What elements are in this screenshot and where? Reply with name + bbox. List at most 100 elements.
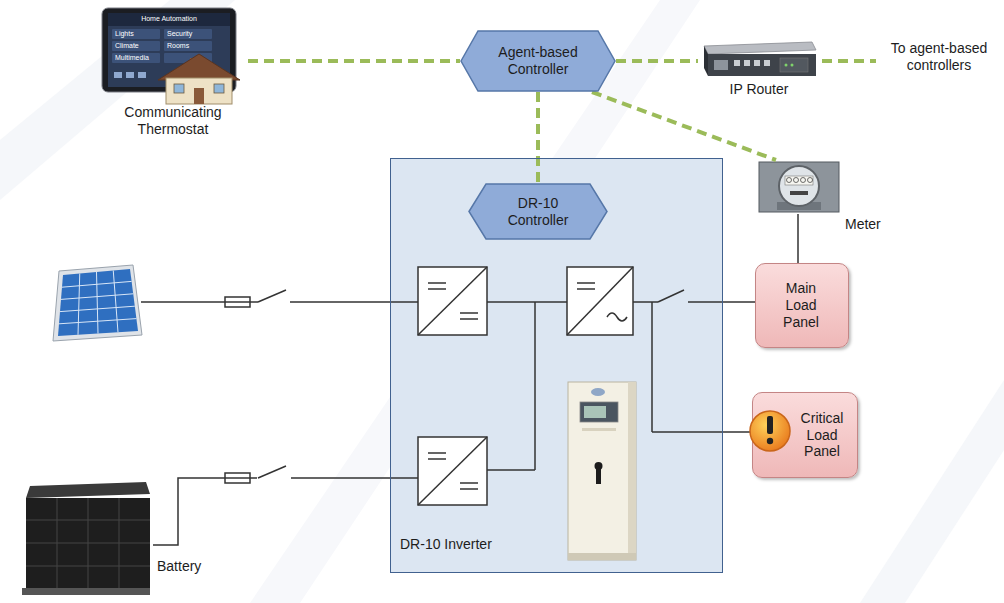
- dc-dc-converter: [418, 437, 487, 505]
- meter-icon: [759, 162, 839, 212]
- thermostat-tablet: [138, 72, 146, 78]
- battery-icon: [22, 588, 150, 595]
- thermostat-tablet: [112, 53, 160, 63]
- dc-dc-converter: [418, 267, 487, 335]
- node-label: Communicating Thermostat: [98, 104, 248, 138]
- communication-link: [248, 59, 460, 63]
- network-dashed-line: [822, 59, 876, 63]
- inverter-cabinet: [628, 382, 636, 560]
- router-icon: [785, 64, 788, 67]
- hexagon-shape: [461, 31, 615, 91]
- load-panel: Main Load Panel: [755, 263, 849, 348]
- meter-icon: [779, 166, 819, 206]
- inverter-fill: [390, 158, 723, 573]
- router-icon: [780, 58, 808, 72]
- thermostat-node: Communicating Thermostat: [98, 4, 248, 144]
- communication-link: [592, 92, 776, 160]
- pv-wire: [290, 301, 418, 303]
- dc-dc-converter: [460, 482, 478, 484]
- dc-dc-converter: [428, 452, 446, 454]
- inverter-wiring: [652, 431, 723, 433]
- meter-icon: [808, 178, 813, 183]
- dc-dc-converter: [428, 288, 446, 290]
- inverter-wiring: [658, 290, 684, 302]
- dc-dc-converter: [460, 318, 478, 320]
- node-label: IP Router: [698, 81, 820, 98]
- solar-panel: [53, 265, 142, 341]
- node-label: DR-10 Controller: [493, 195, 583, 229]
- communication-link: [616, 59, 698, 63]
- inverter-cabinet: [568, 382, 636, 560]
- dc-dc-converter: [428, 282, 446, 284]
- battery-icon: [26, 482, 150, 498]
- dc-ac-converter: [577, 288, 595, 290]
- inverter-cabinet: [568, 553, 636, 560]
- screen-menu-item: Climate: [115, 42, 159, 50]
- inverter-fill: [390, 158, 723, 573]
- network-note: To agent-based controllers: [880, 40, 998, 74]
- battery-fuse-switch: [225, 466, 291, 483]
- thermostat-tablet: [108, 13, 230, 26]
- dc-dc-converter: [418, 267, 487, 335]
- pv-wire: [141, 301, 258, 303]
- inverter-cabinet: [591, 388, 605, 396]
- screen-menu-item: Rooms: [167, 42, 211, 50]
- power-wire: [723, 301, 755, 303]
- router-icon: [764, 60, 770, 66]
- power-wire: [153, 478, 390, 545]
- node-label: DR-10 Inverter: [400, 536, 550, 553]
- battery-icon: [26, 498, 150, 588]
- controller-hexagon: DR-10 Controller: [468, 183, 608, 240]
- inverter-enclosure: DR-10 Inverter DR-10 Controller: [390, 158, 723, 573]
- solar-panel: [62, 281, 132, 287]
- thermostat-tablet: [126, 72, 134, 78]
- house-icon: [166, 78, 232, 104]
- solar-panel: [53, 265, 142, 341]
- power-wire: [723, 431, 752, 433]
- inverter-cabinet: [596, 468, 601, 484]
- router-icon: [704, 42, 816, 76]
- inverter-cabinet: [584, 406, 606, 418]
- meter-icon: [801, 178, 806, 183]
- inverter-wiring: [651, 302, 653, 432]
- node-label: Main Load Panel: [777, 280, 825, 330]
- inverter-cabinet: [595, 462, 603, 470]
- node-label: Battery: [157, 558, 227, 575]
- battery-fuse-switch: [257, 474, 291, 482]
- solar-panel: [58, 269, 138, 336]
- router-icon: [791, 64, 794, 67]
- meter-icon: [790, 191, 808, 195]
- router-icon: [744, 60, 750, 66]
- background-stripe: [0, 0, 235, 200]
- router-icon: [714, 60, 728, 70]
- dc-ac-converter: [577, 282, 595, 284]
- thermostat-tablet: [114, 72, 122, 78]
- inverter-cabinet: [568, 382, 636, 560]
- meter-icon: [785, 176, 813, 185]
- battery-node: Battery: [18, 478, 153, 598]
- house-icon: [214, 84, 224, 93]
- battery-fuse-switch: [225, 477, 250, 479]
- hexagon-shape: [469, 184, 607, 239]
- meter-node: Meter: [757, 160, 841, 214]
- dc-dc-converter: [460, 488, 478, 490]
- meter-icon: [787, 178, 792, 183]
- battery-icon: [119, 498, 120, 588]
- solar-panel: [60, 306, 135, 311]
- pv-wire: [225, 297, 250, 307]
- house-icon: [158, 54, 240, 80]
- node-label: Agent-based Controller: [483, 44, 593, 78]
- screen-menu-item: Security: [167, 30, 211, 38]
- critical-load-panel: Critical Load Panel: [752, 392, 858, 478]
- screen-menu-item: Multimedia: [115, 54, 159, 62]
- network-dashed-line: [822, 61, 876, 62]
- meter-icon: [794, 178, 799, 183]
- inverter-wiring: [390, 477, 418, 479]
- router-icon: [708, 54, 816, 76]
- thermostat-tablet: [112, 29, 160, 39]
- solar-panel: [97, 272, 99, 334]
- solar-panel: [59, 319, 136, 324]
- battery-fuse-switch: [225, 473, 250, 483]
- inverter-wiring: [487, 469, 535, 471]
